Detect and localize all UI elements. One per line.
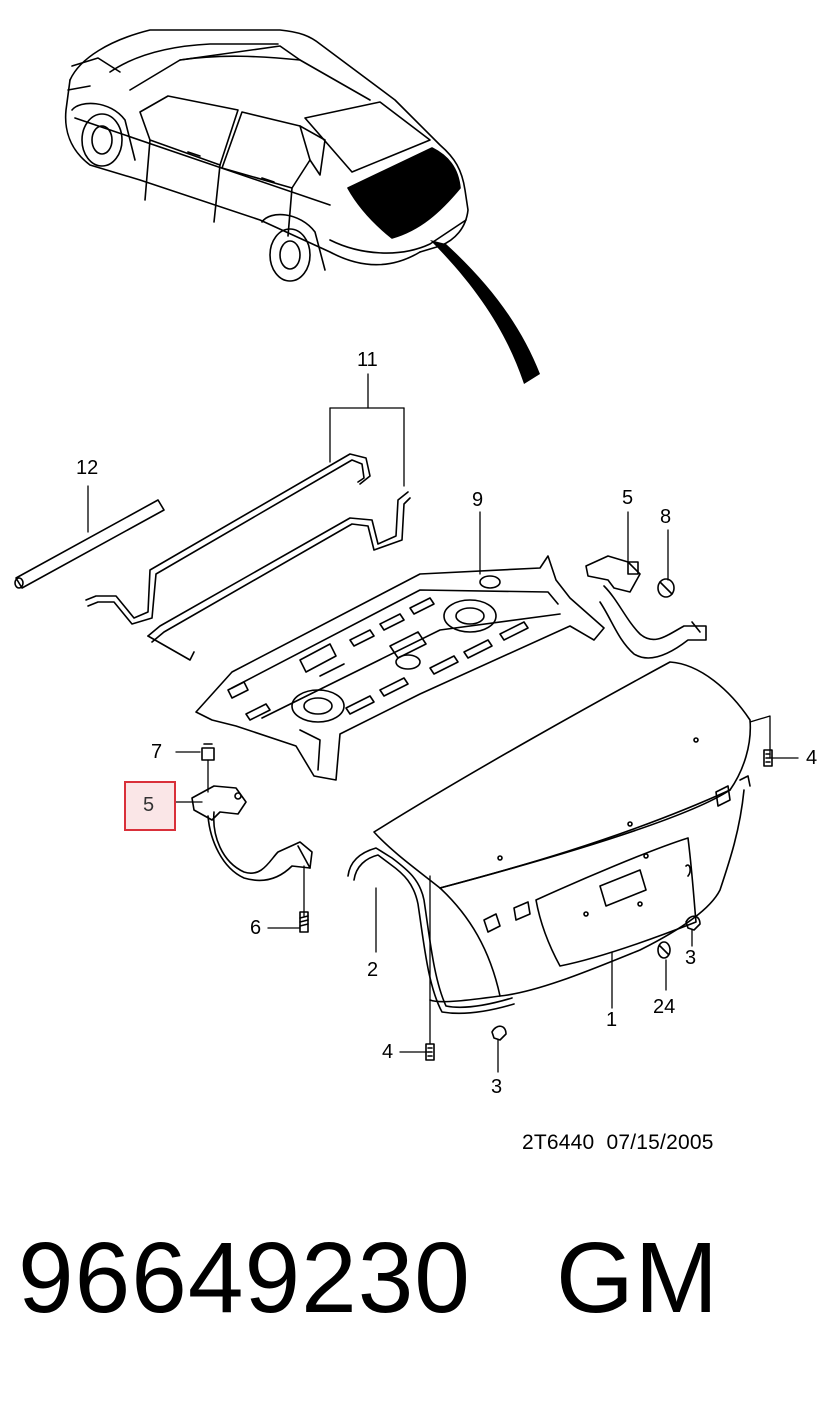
- part-1-trunk-lid: [373, 661, 752, 1003]
- part-5-trunk-hinge-left: [191, 785, 313, 882]
- callout-6: 6: [250, 917, 262, 939]
- part-4-bumper-bottom: [425, 1043, 435, 1061]
- part-24-fastener: [657, 941, 671, 959]
- diagram-code-date: 2T6440 07/15/2005: [522, 1131, 714, 1154]
- callout-9: 9: [472, 489, 484, 511]
- part-9-rear-shelf-panel: [195, 555, 605, 781]
- part-2-weatherstrip: [347, 847, 515, 1015]
- callout-1: 1: [606, 1009, 618, 1031]
- part-6-screw: [299, 911, 309, 933]
- trunk-pointer-sweep: [430, 240, 540, 384]
- callout-12: 12: [76, 457, 99, 479]
- selected-part-highlight: [124, 781, 176, 831]
- part-12-support-rod: [14, 499, 165, 589]
- leader-lines: [87, 373, 799, 1073]
- callout-3-right: 3: [685, 947, 697, 969]
- brand-label: GM: [556, 1222, 720, 1334]
- callout-5-selected[interactable]: 5: [143, 794, 155, 816]
- part-3-clip-right: [685, 915, 701, 931]
- callout-11: 11: [357, 349, 378, 371]
- part-7-bolt: [201, 743, 215, 761]
- callout-24: 24: [653, 996, 676, 1018]
- callout-2: 2: [367, 959, 379, 981]
- part-5-trunk-hinge-right: [585, 555, 707, 659]
- callout-7: 7: [151, 741, 163, 763]
- callout-8: 8: [660, 506, 672, 528]
- callout-3-bottom: 3: [491, 1076, 503, 1098]
- part-number: 96649230: [18, 1222, 471, 1334]
- part-4-bumper-right: [763, 749, 773, 767]
- part-11-torsion-rods: [85, 453, 411, 661]
- callout-4-bottom: 4: [382, 1041, 394, 1063]
- part-8-grommet: [657, 578, 675, 598]
- part-3-clip-bottom: [491, 1025, 507, 1041]
- car-illustration: [64, 29, 469, 282]
- callout-4-right: 4: [806, 747, 818, 769]
- callout-5-top: 5: [622, 487, 634, 509]
